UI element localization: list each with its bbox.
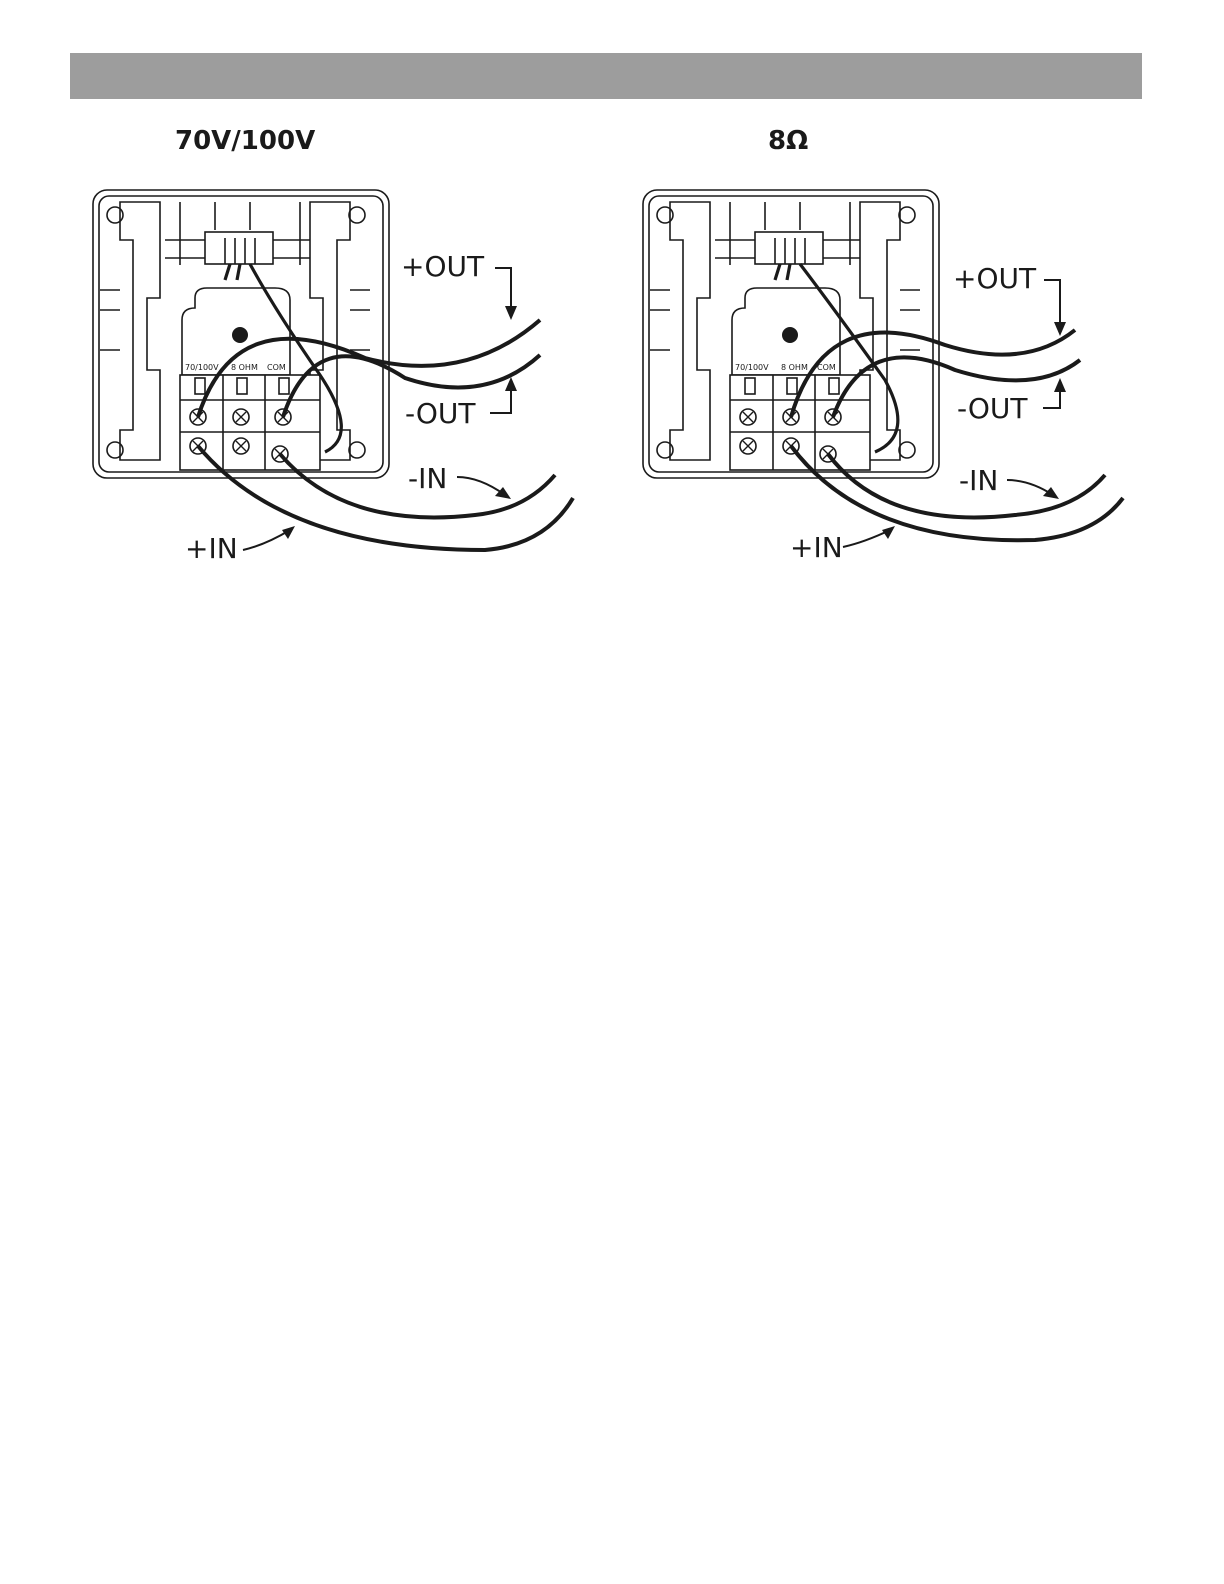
label-plus-out: +OUT (953, 262, 1037, 295)
frame-channel-left (670, 202, 710, 460)
label-minus-in: -IN (959, 464, 998, 497)
wiring-diagram-8-ohm-svg: 70/100V 8 OHM COM +OUT -OUT -IN +IN (635, 180, 1175, 570)
transformer-connector (755, 232, 823, 264)
header-bar (70, 53, 1142, 99)
diagram-title-8-ohm: 8Ω (768, 126, 808, 156)
label-minus-out: -OUT (405, 397, 476, 430)
mounting-hole (349, 442, 365, 458)
arrow-plus-in (243, 530, 290, 550)
arrow-minus-in (457, 477, 505, 495)
label-plus-in: +IN (185, 532, 238, 565)
label-plus-in: +IN (790, 531, 843, 564)
frame-channel-left (120, 202, 160, 460)
terminal-label-com: COM (267, 363, 286, 372)
terminal-label-70-100v: 70/100V (735, 363, 769, 372)
wiring-diagram-70v-100v: 70/100V 8 OHM COM +OUT -OUT -IN +IN (85, 180, 625, 570)
label-minus-out: -OUT (957, 392, 1028, 425)
mounting-hole (899, 442, 915, 458)
terminal-label-8-ohm: 8 OHM (231, 363, 258, 372)
transformer-dot (782, 327, 798, 343)
label-minus-in: -IN (408, 462, 447, 495)
mounting-hole (899, 207, 915, 223)
terminal-label-8-ohm: 8 OHM (781, 363, 808, 372)
terminal-label-70-100v: 70/100V (185, 363, 219, 372)
terminal-label-com: COM (817, 363, 836, 372)
mounting-hole (349, 207, 365, 223)
label-plus-out: +OUT (401, 250, 485, 283)
transformer-connector (205, 232, 273, 264)
arrow-plus-in (843, 530, 890, 547)
wiring-diagram-70v-100v-svg: 70/100V 8 OHM COM +OUT -OUT -IN +IN (85, 180, 625, 570)
arrow-plus-out (495, 268, 511, 312)
wiring-diagram-8-ohm: 70/100V 8 OHM COM +OUT -OUT -IN +IN (635, 180, 1175, 570)
transformer-dot (232, 327, 248, 343)
diagram-title-70v-100v: 70V/100V (175, 126, 315, 156)
